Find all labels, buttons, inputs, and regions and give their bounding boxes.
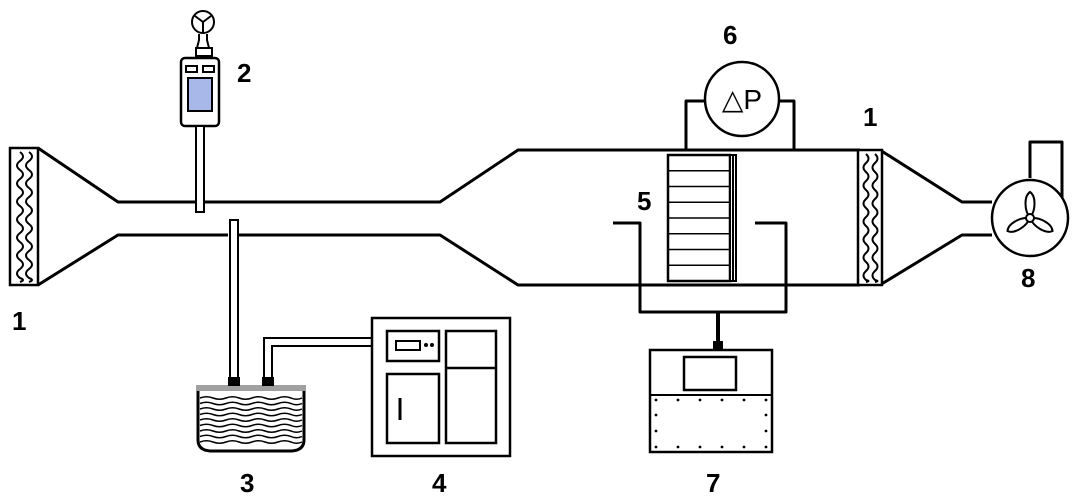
sampling-pipes [229, 219, 374, 379]
filter-left [8, 146, 40, 287]
anemometer-sensor [179, 10, 221, 213]
controller [648, 348, 774, 454]
analyzer-cabinet [370, 316, 512, 458]
pressure-gauge: △P [684, 60, 796, 150]
filter-right [856, 148, 884, 287]
water-container [196, 377, 306, 453]
label-filter-left: 1 [12, 306, 26, 336]
sensor-screen [187, 77, 213, 112]
label-sample: 5 [637, 186, 651, 216]
fan-blades-icon [1006, 190, 1054, 233]
fan [990, 140, 1070, 258]
component-labels: 1 2 3 4 5 6 7 8 1 [12, 20, 1035, 498]
label-cabinet: 4 [432, 468, 447, 498]
label-container: 3 [240, 468, 254, 498]
label-filter-right: 1 [863, 102, 877, 132]
duct [37, 146, 992, 287]
label-fan: 8 [1021, 263, 1035, 293]
pressure-gauge-text: △P [722, 84, 762, 115]
label-pressure: 6 [723, 20, 737, 50]
test-sample [666, 153, 737, 283]
label-controller: 7 [706, 468, 720, 498]
probe-wiring [613, 221, 788, 350]
container-lid [196, 385, 306, 391]
label-sensor: 2 [237, 58, 251, 88]
